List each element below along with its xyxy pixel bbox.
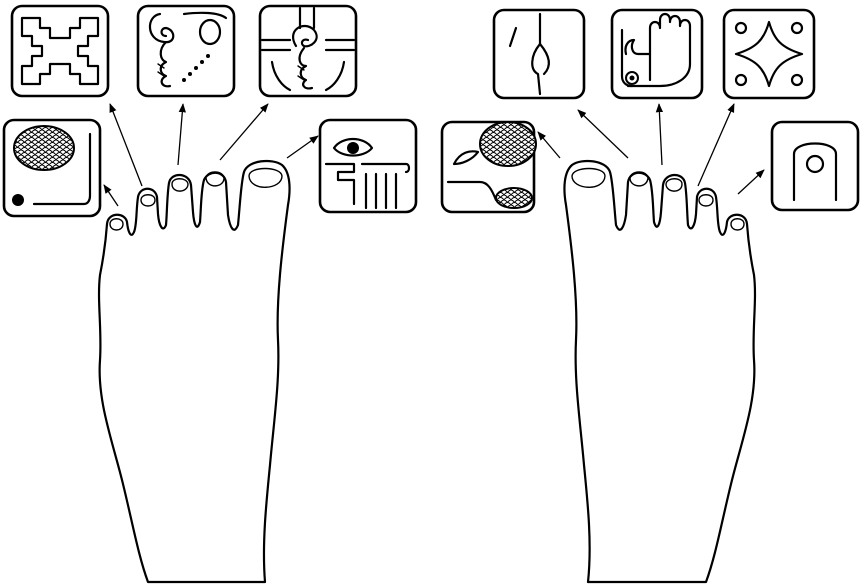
right-toenail-2: [629, 171, 649, 187]
hand-glyph: [610, 8, 704, 100]
arrow-toe1-right: [537, 131, 561, 159]
face-with-scroll-glyph: [136, 4, 236, 98]
left-big-toenail: [248, 167, 283, 188]
arrow-toe4-left: [109, 103, 143, 187]
left-foot-outline: [97, 159, 291, 584]
left-foot: [97, 159, 291, 584]
arrow-toe2-left: [219, 103, 269, 161]
arrow-toe3-right: [655, 103, 664, 166]
arrow-toe2-right: [577, 109, 629, 159]
arch-circle-glyph: [770, 120, 860, 212]
left-toenail-3: [171, 178, 189, 192]
split-curve-glyph: [492, 8, 586, 100]
stepped-cross-glyph: [10, 4, 110, 98]
left-arrows: [103, 103, 319, 207]
right-toenail-4: [698, 194, 714, 207]
right-arrows: [537, 103, 765, 195]
four-point-star-glyph: [722, 8, 816, 100]
right-foot-outline: [563, 159, 757, 584]
netted-head-glyph: [440, 120, 537, 214]
right-foot: [563, 159, 757, 584]
crossed-face-glyph: [258, 4, 358, 98]
arrow-toe1-left: [286, 135, 319, 159]
left-toenail-4: [140, 194, 156, 207]
netted-cartouche-glyph: [2, 118, 102, 218]
arrow-toe5-left: [103, 184, 119, 207]
right-toenail-5: [730, 218, 745, 231]
eye-head-glyph: [318, 118, 418, 214]
left-toenail-5: [109, 218, 124, 231]
arrow-toe4-right: [697, 103, 735, 187]
right-toenail-3: [665, 178, 683, 192]
arrow-toe3-left: [177, 103, 186, 166]
right-big-toenail: [571, 167, 606, 188]
arrow-toe5-right: [737, 169, 765, 195]
left-toenail-2: [205, 171, 225, 187]
